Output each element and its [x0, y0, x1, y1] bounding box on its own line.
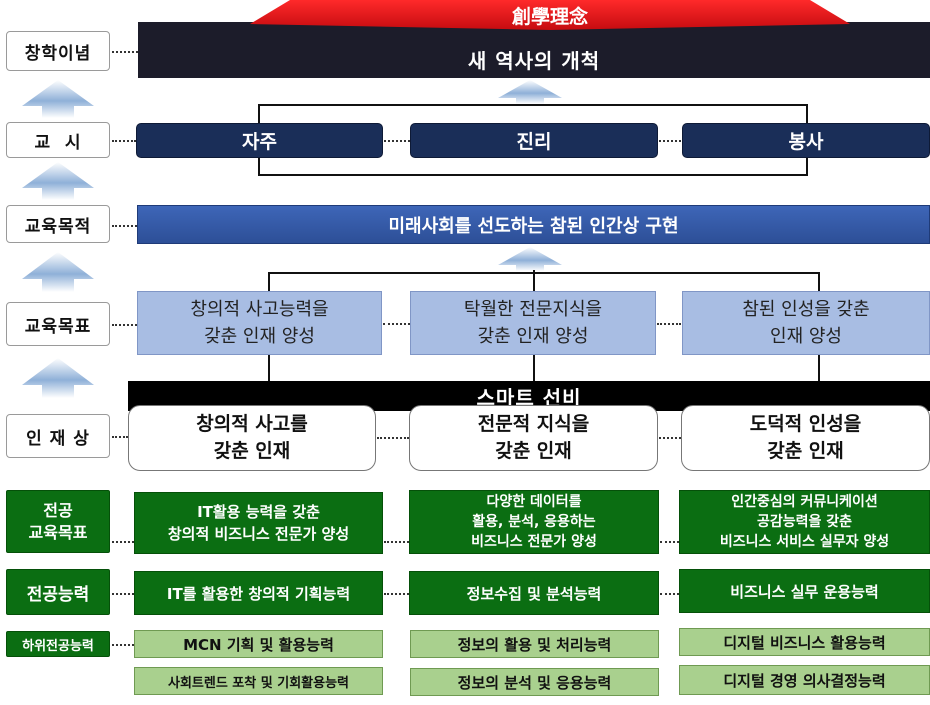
connector-dotted	[112, 324, 137, 326]
major-ability-1: IT를 활용한 창의적 기획능력	[134, 571, 383, 615]
motto-service: 봉사	[682, 123, 930, 158]
talent-creative: 창의적 사고를 갖춘 인재	[128, 405, 376, 471]
bracket-line	[818, 272, 820, 292]
purpose-bar: 미래사회를 선도하는 참된 인간상 구현	[137, 205, 930, 244]
goal-expertise: 탁월한 전문지식을 갖춘 인재 양성	[410, 291, 656, 355]
sub-ability-2-2: 정보의 분석 및 응용능력	[410, 668, 659, 696]
label-purpose: 교육목적	[6, 205, 110, 243]
label-sub-ability: 하위전공능력	[6, 631, 110, 657]
label-talent: 인 재 상	[6, 414, 110, 458]
label-motto: 교 시	[6, 122, 110, 158]
bracket-line	[533, 355, 535, 381]
goal-character: 참된 인성을 갖춘 인재 양성	[682, 291, 930, 355]
connector-dotted	[660, 541, 679, 543]
connector-dotted	[659, 140, 681, 142]
connector-dotted	[384, 541, 409, 543]
connector-dotted	[377, 437, 409, 439]
talent-character: 도덕적 인성을 갖춘 인재	[681, 405, 930, 471]
founding-banner-shape	[250, 0, 850, 30]
connector-dotted	[384, 593, 409, 595]
connector-dotted	[112, 436, 128, 438]
major-ability-3: 비즈니스 실무 운용능력	[679, 569, 930, 613]
label-major-ability: 전공능력	[6, 569, 110, 615]
bracket-line	[268, 272, 270, 292]
connector-dotted	[112, 541, 134, 543]
sub-ability-1-1: MCN 기획 및 활용능력	[134, 630, 383, 658]
bracket-line	[818, 355, 820, 381]
sub-ability-3-1: 디지털 비즈니스 활용능력	[679, 628, 930, 656]
bracket-line	[268, 272, 820, 274]
founding-banner-text: 創學理念	[511, 5, 588, 28]
connector-dotted	[112, 140, 136, 142]
talent-expertise: 전문적 지식을 갖춘 인재	[409, 405, 658, 471]
label-founding: 창학이념	[6, 31, 110, 71]
goal-creative: 창의적 사고능력을 갖춘 인재 양성	[137, 291, 382, 355]
founding-dark-bar	[138, 22, 930, 78]
bracket-line	[533, 270, 535, 292]
label-major-goals: 전공 교육목표	[6, 490, 110, 553]
connector-dotted	[657, 323, 681, 325]
up-arrow-icon	[22, 80, 94, 118]
bracket-line	[268, 355, 270, 381]
major-ability-2: 정보수집 및 분석능력	[409, 571, 659, 615]
bracket-line	[258, 104, 808, 106]
major-goal-1: IT활용 능력을 갖춘 창의적 비즈니스 전문가 양성	[134, 492, 383, 554]
sub-ability-2-1: 정보의 활용 및 처리능력	[410, 630, 659, 658]
up-arrow-icon	[22, 252, 94, 292]
connector-dotted	[659, 437, 681, 439]
up-arrow-icon	[498, 247, 562, 271]
sub-ability-1-2: 사회트렌드 포착 및 기회활용능력	[134, 667, 383, 695]
connector-dotted	[660, 593, 679, 595]
motto-autonomy: 자주	[136, 123, 383, 158]
connector-dotted	[383, 323, 410, 325]
founding-title: 새 역사의 개척	[467, 48, 601, 73]
up-arrow-icon	[22, 162, 94, 200]
connector-dotted	[112, 593, 134, 595]
bracket-line	[258, 174, 808, 176]
motto-truth: 진리	[410, 123, 658, 158]
connector-dotted	[112, 51, 138, 53]
connector-dotted	[384, 140, 410, 142]
label-goals: 교육목표	[6, 302, 110, 346]
sub-ability-3-2: 디지털 경영 의사결정능력	[679, 665, 930, 695]
major-goal-2: 다양한 데이터를 활용, 분석, 응용하는 비즈니스 전문가 양성	[409, 490, 659, 554]
up-arrow-icon	[498, 80, 562, 104]
up-arrow-icon	[22, 358, 94, 398]
major-goal-3: 인간중심의 커뮤니케이션 공감능력을 갖춘 비즈니스 서비스 실무자 양성	[679, 490, 930, 554]
connector-dotted	[112, 225, 137, 227]
connector-dotted	[112, 644, 134, 646]
